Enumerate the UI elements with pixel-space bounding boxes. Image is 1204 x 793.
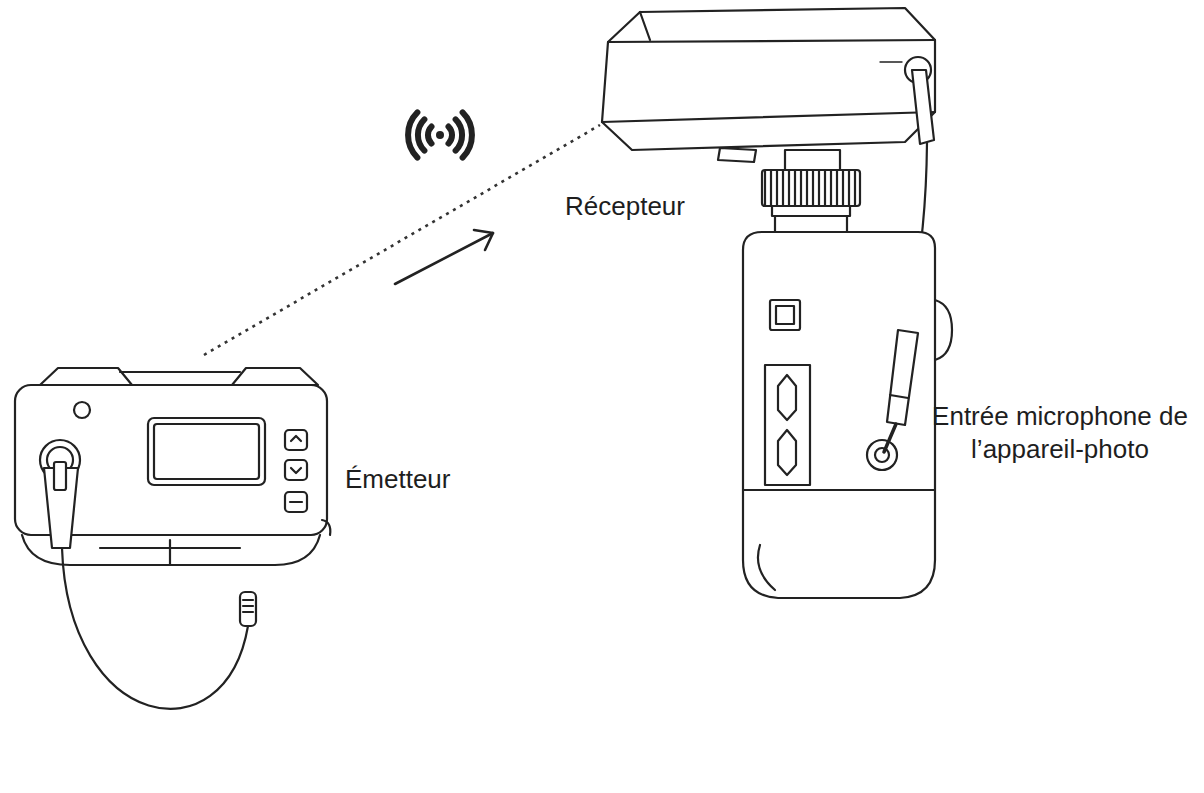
camera-illustration: [743, 216, 952, 598]
device-region: Émetteur: [15, 355, 330, 590]
device-label: Récepteur: [565, 190, 685, 223]
device-label: Émetteur: [345, 463, 451, 496]
transmitter-illustration: [15, 368, 330, 709]
wireless-symbol: [408, 112, 472, 157]
direction-arrow: [395, 230, 493, 284]
radio-link: [204, 125, 600, 355]
device-region: Récepteur: [600, 5, 940, 165]
part-label: Entrée microphone de l’appareil-photo: [922, 400, 1198, 466]
